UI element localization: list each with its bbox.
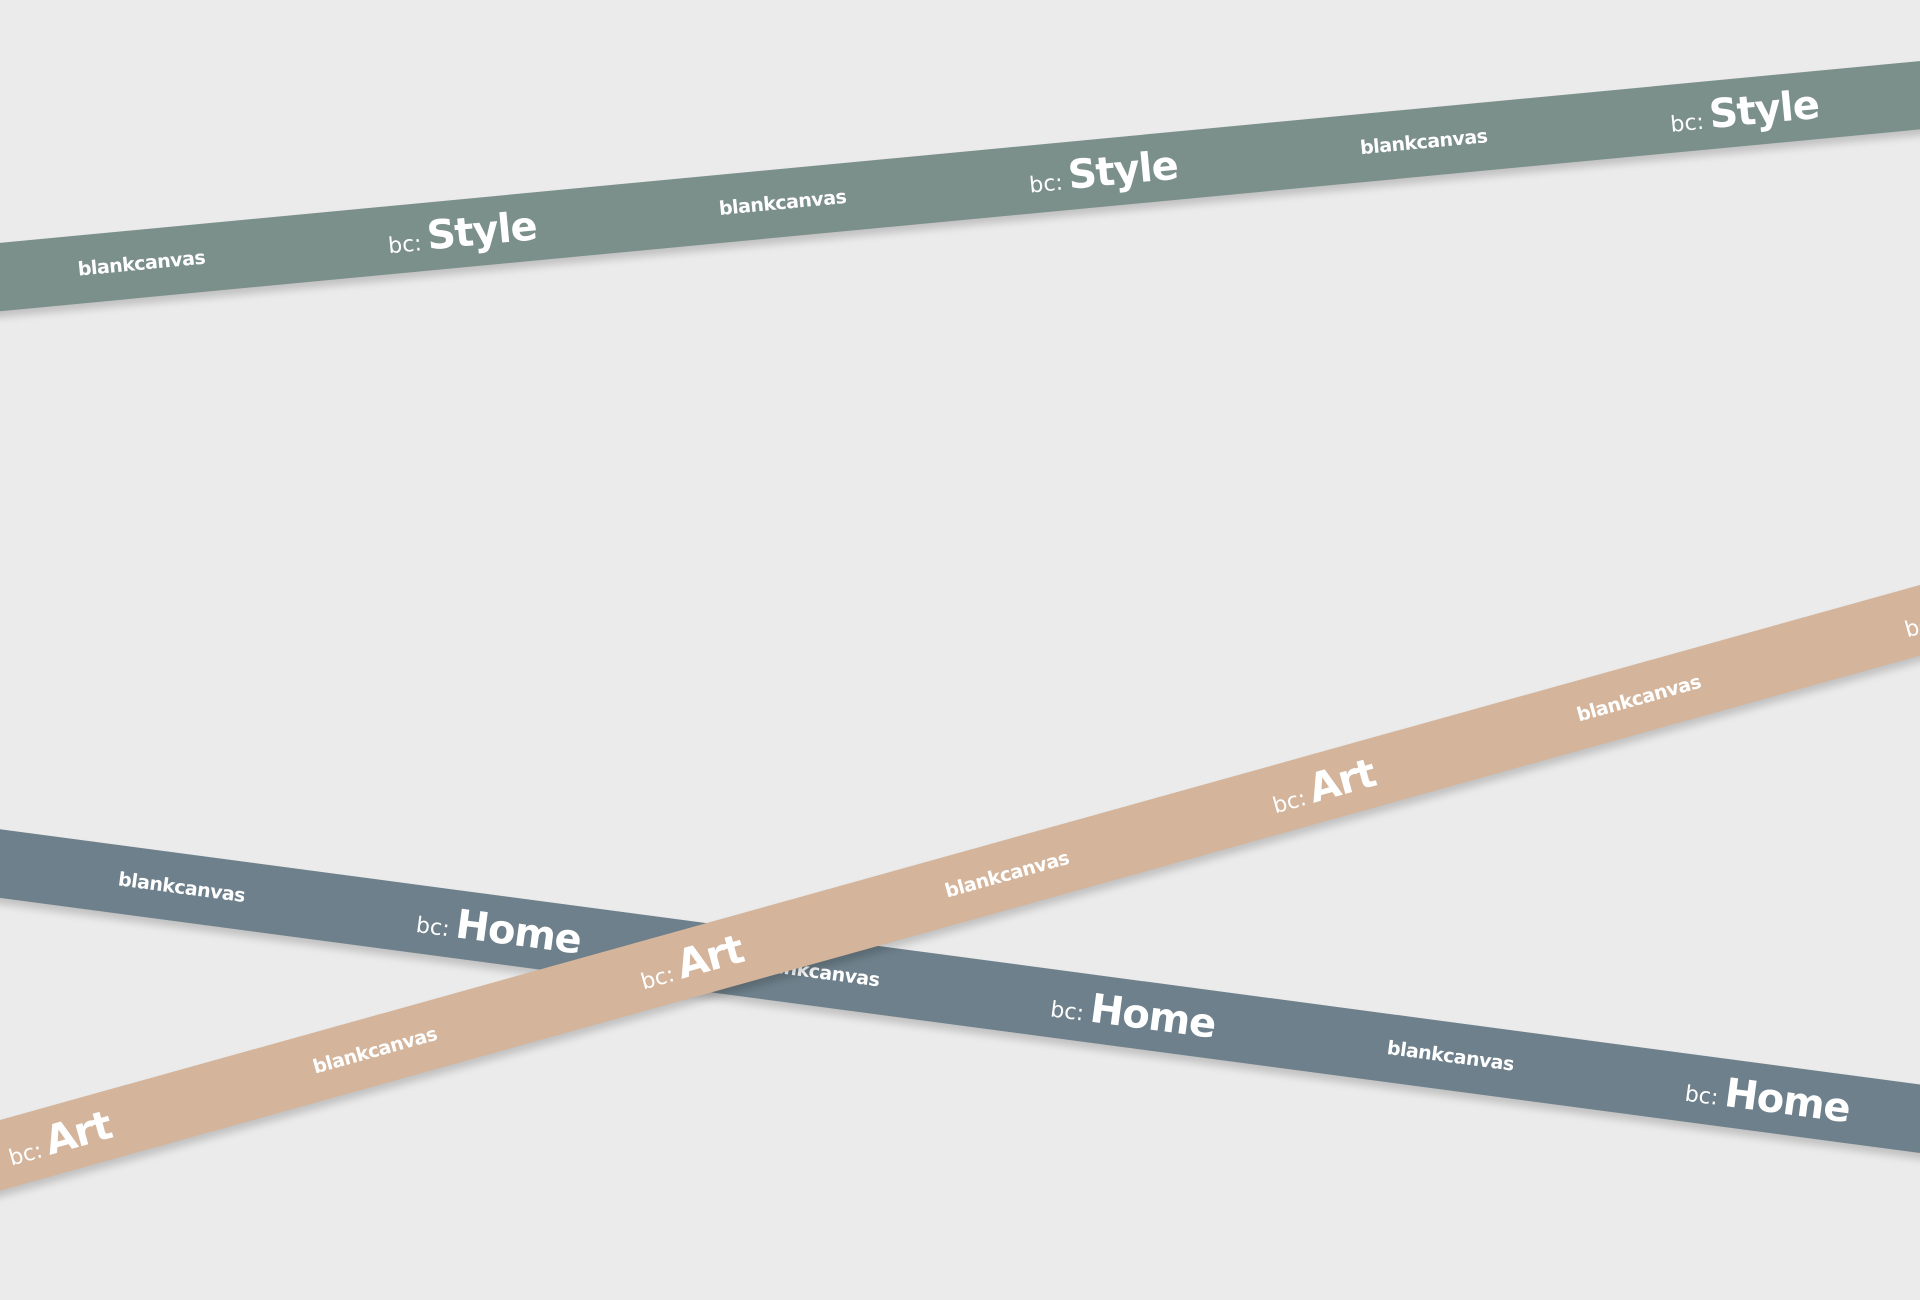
brand-text: blankcanvas <box>717 185 848 220</box>
ribbon-label-art: bc:Art <box>1159 720 1487 852</box>
label-text: Home <box>453 901 584 964</box>
label-text: Home <box>1721 1070 1853 1133</box>
brand-wordmark: blankcanvas <box>22 856 342 920</box>
brand-wordmark: blankcanvas <box>0 238 303 290</box>
label-text: Style <box>424 203 539 260</box>
ribbon-label-art: bc:Art <box>0 1073 223 1205</box>
label-text: Style <box>1707 81 1821 139</box>
prefix-text: bc: <box>387 231 423 260</box>
prefix-text: bc: <box>1028 170 1064 199</box>
label-text: Art <box>671 926 749 989</box>
ribbon-label-style: bc:Style <box>1582 74 1907 150</box>
prefix-text: bc: <box>1669 109 1706 138</box>
label-text: Art <box>1303 750 1381 813</box>
ribbon-label-home: bc:Home <box>1606 1055 1920 1143</box>
brand-wordmark: blankcanvas <box>1478 644 1800 753</box>
brand-text: blankcanvas <box>1359 125 1489 160</box>
prefix-text: bc: <box>6 1138 46 1172</box>
brand-text: blankcanvas <box>1574 670 1704 727</box>
brand-wordmark: blankcanvas <box>621 177 944 229</box>
ribbon-label-art: bc:Art <box>1791 544 1920 676</box>
brand-wordmark: blankcanvas <box>214 996 536 1105</box>
prefix-text: bc: <box>1902 610 1920 644</box>
prefix-text: bc: <box>1048 997 1086 1027</box>
brand-wordmark: blankcanvas <box>1290 1024 1610 1088</box>
label-text: Home <box>1087 985 1219 1048</box>
prefix-text: bc: <box>1270 786 1310 820</box>
brand-wordmark: blankcanvas <box>846 820 1168 929</box>
ribbon-label-style: bc:Style <box>300 195 625 271</box>
brand-wordmark: blankcanvas <box>1262 116 1585 168</box>
label-text: Art <box>39 1102 117 1165</box>
brand-text: blankcanvas <box>310 1023 440 1079</box>
ribbon-label-home: bc:Home <box>972 970 1295 1058</box>
label-text: Style <box>1065 142 1180 199</box>
brand-wordmark: blankcanvas <box>1904 55 1920 107</box>
ribbon-label-style: bc:Style <box>941 135 1266 211</box>
prefix-text: bc: <box>638 962 678 996</box>
brand-text: blankcanvas <box>1385 1037 1516 1076</box>
brand-text: blankcanvas <box>116 868 247 908</box>
prefix-text: bc: <box>414 913 451 943</box>
brand-text: blankcanvas <box>942 846 1072 903</box>
brand-text: blankcanvas <box>76 246 207 281</box>
prefix-text: bc: <box>1683 1081 1720 1111</box>
